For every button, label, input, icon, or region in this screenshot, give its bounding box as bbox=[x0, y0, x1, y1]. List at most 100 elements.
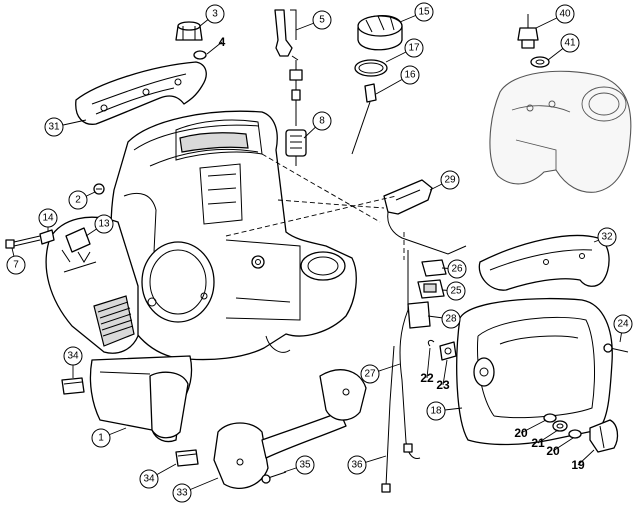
callout-number: 4 bbox=[219, 35, 226, 49]
callout-number: 3 bbox=[212, 9, 218, 20]
callout-c20b: 20 bbox=[546, 437, 574, 458]
callout-c34a: 34 bbox=[63, 346, 83, 378]
callout-number: 32 bbox=[601, 232, 613, 243]
part-32-drawing bbox=[478, 234, 610, 291]
callout-bubble bbox=[38, 208, 58, 228]
callout-bubble bbox=[400, 65, 420, 85]
callout-c18: 18 bbox=[426, 401, 463, 421]
callout-number: 1 bbox=[98, 433, 104, 444]
part-2-drawing bbox=[93, 183, 105, 195]
part-24-drawing bbox=[603, 343, 629, 353]
part-41-drawing bbox=[530, 56, 550, 68]
callout-bubble bbox=[94, 214, 114, 234]
callout-leader bbox=[426, 347, 431, 379]
callout-c21: 21 bbox=[531, 429, 559, 450]
callout-c32: 32 bbox=[593, 227, 617, 247]
callout-number: 40 bbox=[559, 9, 571, 20]
callout-c23: 23 bbox=[436, 359, 450, 392]
callout-c36: 36 bbox=[347, 455, 387, 475]
part-34b-drawing bbox=[175, 449, 199, 467]
callout-bubble bbox=[560, 33, 580, 53]
callout-c16: 16 bbox=[375, 65, 420, 95]
callout-c40: 40 bbox=[535, 4, 575, 29]
callout-c2: 2 bbox=[68, 190, 96, 210]
callout-number: 16 bbox=[404, 70, 416, 81]
left-cover-drawing bbox=[45, 216, 139, 354]
callout-leader bbox=[537, 429, 559, 444]
callout-number: 21 bbox=[531, 436, 545, 450]
callout-c1: 1 bbox=[91, 427, 127, 448]
callout-c33: 33 bbox=[172, 477, 219, 503]
callout-c17: 17 bbox=[385, 38, 424, 63]
part-1-drawing bbox=[89, 355, 193, 443]
callout-bubble bbox=[44, 117, 64, 137]
callout-bubble bbox=[68, 190, 88, 210]
callout-number: 25 bbox=[450, 286, 462, 297]
callout-bubble bbox=[360, 364, 380, 384]
callout-c28: 28 bbox=[427, 309, 461, 329]
callout-leader bbox=[577, 449, 595, 466]
callout-number: 34 bbox=[143, 474, 155, 485]
callout-number: 20 bbox=[546, 444, 560, 458]
part-26-drawing bbox=[421, 259, 447, 277]
part-8-drawing bbox=[285, 129, 307, 166]
callout-number: 24 bbox=[617, 319, 629, 330]
callout-c24: 24 bbox=[613, 314, 633, 343]
callout-bubble bbox=[414, 2, 434, 22]
callout-number: 22 bbox=[420, 371, 434, 385]
callout-number: 18 bbox=[430, 406, 442, 417]
callout-bubble bbox=[597, 227, 617, 247]
part-13-drawing bbox=[65, 227, 91, 253]
callout-number: 41 bbox=[564, 38, 576, 49]
callout-c26: 26 bbox=[441, 259, 467, 279]
part-22-drawing bbox=[427, 339, 435, 347]
callout-leader bbox=[442, 359, 448, 386]
callout-number: 29 bbox=[444, 175, 456, 186]
callout-number: 13 bbox=[98, 219, 110, 230]
part-25-drawing bbox=[417, 279, 445, 299]
callout-bubble bbox=[91, 428, 111, 448]
part-35-drawing bbox=[261, 471, 287, 484]
callout-c41: 41 bbox=[547, 33, 580, 61]
callout-number: 34 bbox=[67, 351, 79, 362]
callout-number: 14 bbox=[42, 213, 54, 224]
part-16-drawing bbox=[351, 83, 377, 155]
part-36-drawing bbox=[381, 345, 395, 493]
callout-number: 15 bbox=[418, 7, 430, 18]
callout-c27: 27 bbox=[360, 363, 401, 384]
callout-bubble bbox=[426, 401, 446, 421]
callout-number: 8 bbox=[319, 116, 325, 127]
callout-bubble bbox=[440, 170, 460, 190]
callout-leader bbox=[206, 41, 223, 55]
callout-c31: 31 bbox=[44, 117, 87, 137]
callout-number: 23 bbox=[436, 378, 450, 392]
callout-c4: 4 bbox=[206, 35, 226, 55]
callout-number: 19 bbox=[571, 458, 585, 472]
callout-bubble bbox=[6, 255, 26, 275]
part-15-drawing bbox=[357, 14, 403, 51]
callout-bubble bbox=[139, 469, 159, 489]
callout-c7: 7 bbox=[6, 247, 26, 275]
part-27-drawing bbox=[399, 250, 421, 459]
part-40-drawing bbox=[517, 14, 539, 49]
callout-c19: 19 bbox=[571, 449, 595, 472]
part-5-drawing bbox=[274, 9, 303, 126]
callout-leader bbox=[552, 437, 574, 452]
part-23-drawing bbox=[439, 341, 457, 361]
part-33-drawing bbox=[213, 369, 367, 489]
callout-leader bbox=[520, 419, 547, 434]
part-18-drawing bbox=[456, 297, 613, 446]
callout-c5: 5 bbox=[295, 10, 332, 31]
part-3-drawing bbox=[175, 21, 203, 41]
callout-bubble bbox=[404, 38, 424, 58]
callout-c34b: 34 bbox=[139, 463, 177, 489]
part-28-drawing bbox=[407, 301, 431, 329]
callout-number: 28 bbox=[445, 314, 457, 325]
callout-c3: 3 bbox=[199, 4, 225, 27]
callout-bubble bbox=[312, 111, 332, 131]
callout-bubble bbox=[555, 4, 575, 24]
part-29-drawing bbox=[383, 179, 467, 255]
callout-c25: 25 bbox=[441, 281, 466, 301]
part-21-drawing bbox=[552, 420, 568, 432]
